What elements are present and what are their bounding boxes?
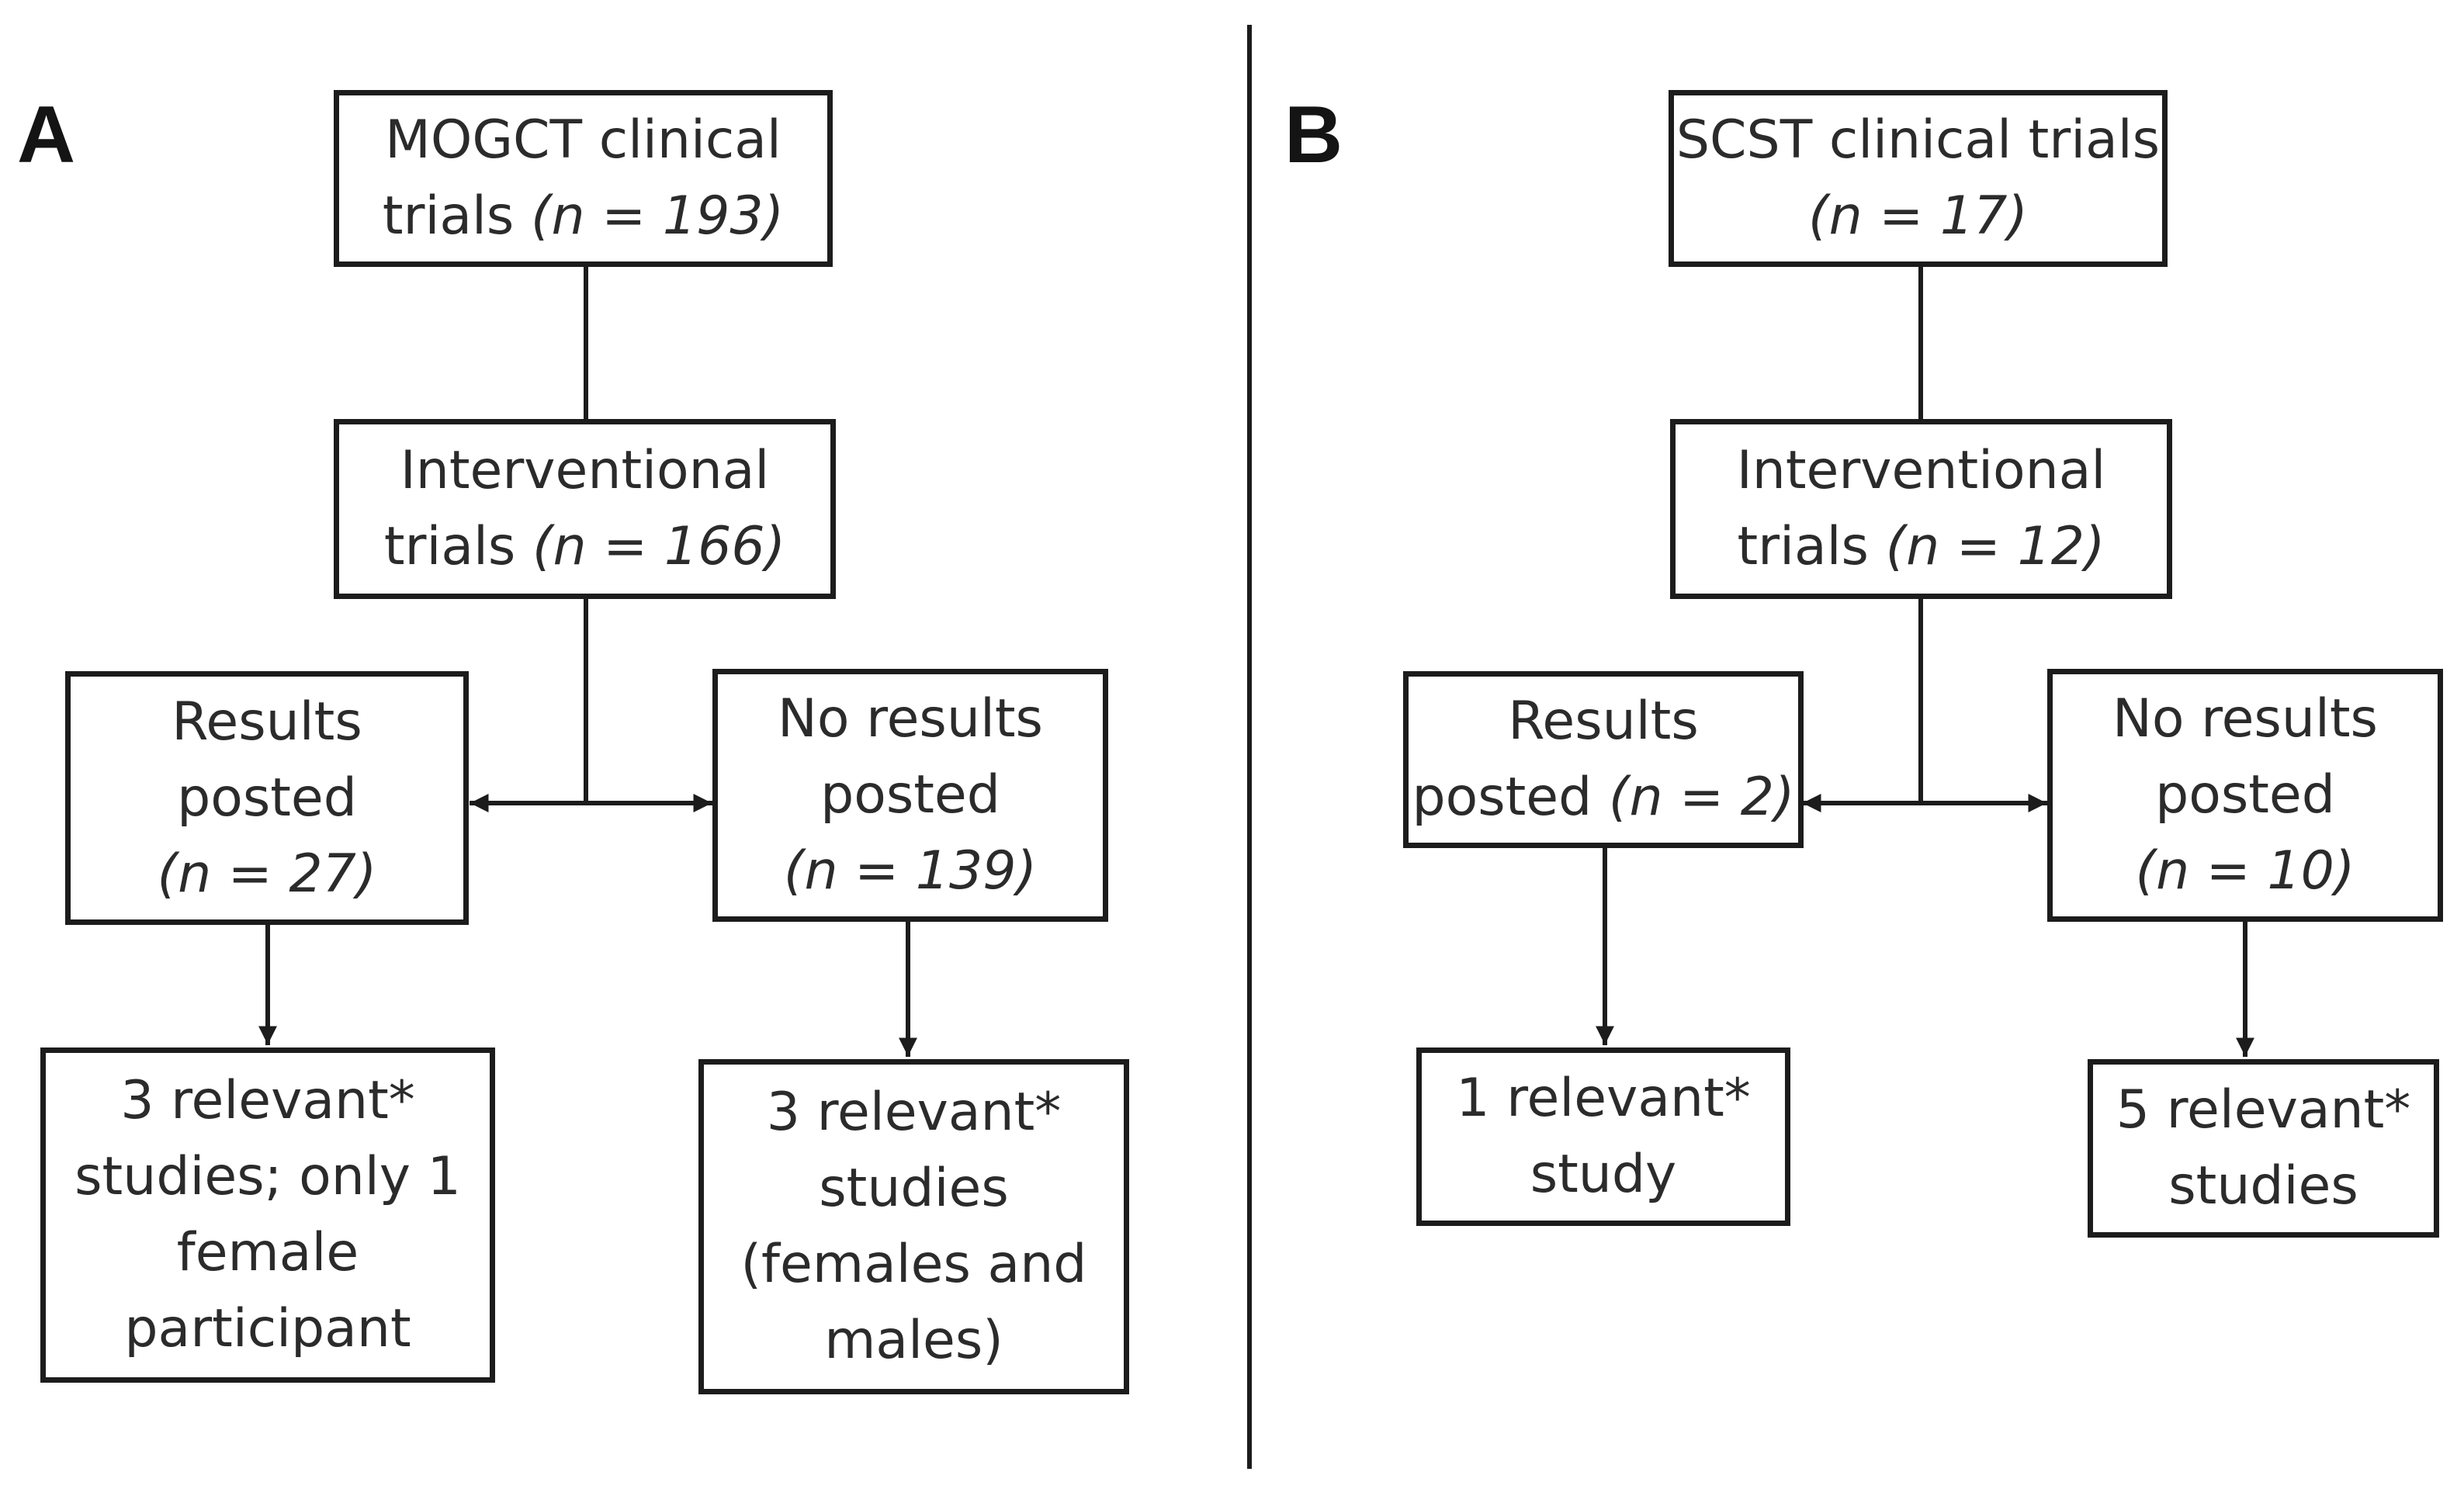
a-no-results-posted-box: No results posted (n = 139) <box>712 669 1108 922</box>
a-results-posted-line1: Results <box>172 691 362 753</box>
a-results-posted-box: Results posted (n = 27) <box>65 671 469 925</box>
b-scst-trials-title: SCST clinical trials <box>1676 109 2161 171</box>
a-noresults-relevant-studies-box: 3 relevant* studies (females and males) <box>698 1059 1129 1394</box>
panel-a-label: A <box>17 90 76 180</box>
b-results-posted-line1: Results <box>1508 691 1699 752</box>
b-results-relevant-line1: 1 relevant* <box>1456 1068 1751 1129</box>
b-noresults-relevant-line1: 5 relevant* <box>2116 1079 2411 1141</box>
b-interventional-word: trials <box>1737 516 1869 577</box>
b-results-posted-box: Results posted (n = 2) <box>1403 671 1804 848</box>
b-noresults-relevant-studies-box: 5 relevant* studies <box>2088 1059 2439 1238</box>
b-results-posted-line2: posted (n = 2) <box>1412 760 1794 836</box>
a-interventional-title: Interventional <box>400 440 770 501</box>
a-mogct-trials-line2: trials (n = 193) <box>383 178 784 255</box>
a-noresults-relevant-line3: (females and <box>740 1234 1087 1295</box>
a-results-relevant-line4: participant <box>124 1298 411 1359</box>
a-noresults-relevant-line1: 3 relevant* <box>766 1082 1062 1143</box>
b-results-relevant-line2: study <box>1530 1144 1677 1205</box>
a-results-posted-count: (n = 27) <box>157 843 377 905</box>
a-mogct-trials-box: MOGCT clinical trials (n = 193) <box>334 90 833 267</box>
a-no-results-posted-line2: posted <box>820 764 1000 826</box>
a-results-relevant-line2: studies; only 1 <box>75 1146 461 1207</box>
b-scst-trials-box: SCST clinical trials (n = 17) <box>1669 90 2168 267</box>
a-mogct-trials-word: trials <box>382 185 515 247</box>
b-results-relevant-study-box: 1 relevant* study <box>1416 1047 1790 1226</box>
b-noresults-relevant-line2: studies <box>2168 1155 2358 1217</box>
b-no-results-posted-box: No results posted (n = 10) <box>2047 669 2443 922</box>
a-no-results-posted-line1: No results <box>778 688 1043 750</box>
b-scst-trials-count: (n = 17) <box>1808 185 2028 247</box>
a-mogct-trials-title: MOGCT clinical <box>385 109 781 171</box>
b-interventional-box: Interventional trials (n = 12) <box>1670 419 2172 599</box>
a-results-relevant-studies-box: 3 relevant* studies; only 1 female parti… <box>40 1047 495 1383</box>
panel-b-label: B <box>1284 90 1343 180</box>
a-interventional-box: Interventional trials (n = 166) <box>334 419 836 599</box>
a-mogct-trials-count: (n = 193) <box>530 185 785 247</box>
a-results-relevant-line1: 3 relevant* <box>120 1070 415 1131</box>
a-results-relevant-line3: female <box>176 1222 359 1283</box>
b-no-results-posted-line1: No results <box>2112 688 2378 750</box>
a-no-results-posted-count: (n = 139) <box>783 840 1038 902</box>
b-no-results-posted-line2: posted <box>2155 764 2335 826</box>
a-results-posted-line2: posted <box>177 767 357 829</box>
a-interventional-line2: trials (n = 166) <box>384 509 785 585</box>
b-interventional-count: (n = 12) <box>1885 516 2105 577</box>
a-noresults-relevant-line2: studies <box>819 1158 1009 1219</box>
b-interventional-title: Interventional <box>1736 440 2106 501</box>
b-interventional-line2: trials (n = 12) <box>1737 509 2105 585</box>
a-interventional-count: (n = 166) <box>532 516 786 577</box>
b-results-posted-count: (n = 2) <box>1608 767 1795 828</box>
a-interventional-word: trials <box>383 516 516 577</box>
b-results-posted-word: posted <box>1412 767 1592 828</box>
b-no-results-posted-count: (n = 10) <box>2135 840 2355 902</box>
a-noresults-relevant-line4: males) <box>824 1310 1003 1371</box>
